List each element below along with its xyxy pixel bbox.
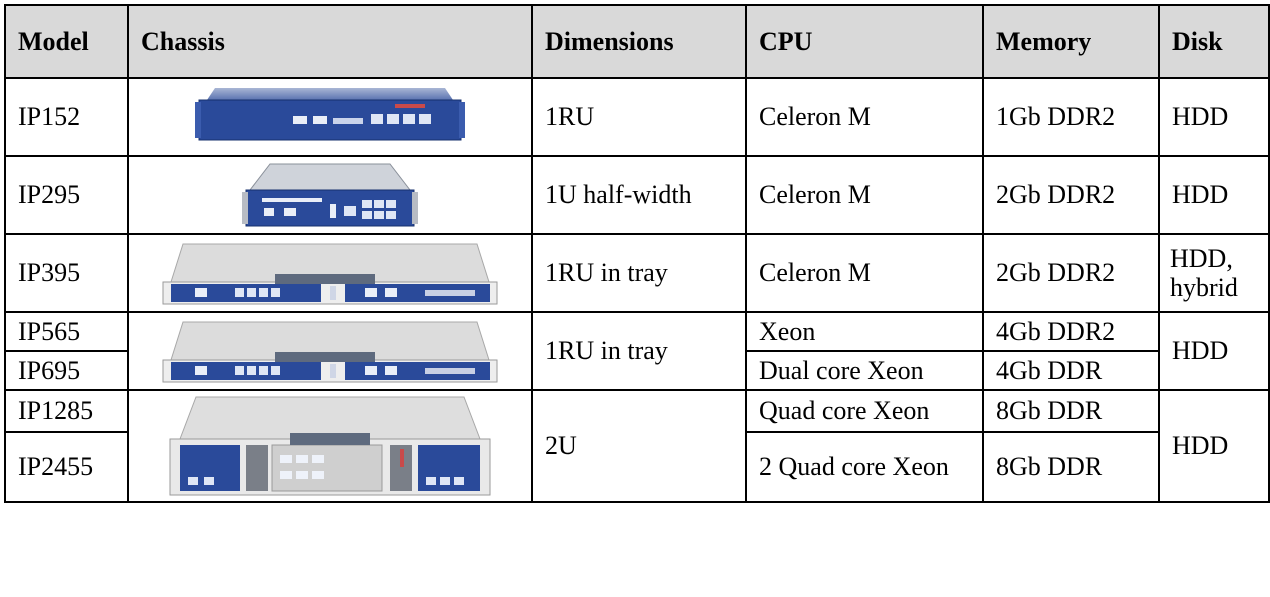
dimensions-cell: 1U half-width bbox=[531, 155, 747, 235]
model-cell: IP2455 bbox=[4, 431, 129, 503]
silver-1ru-tray-appliance-image bbox=[162, 243, 498, 305]
header-cpu: CPU bbox=[745, 4, 984, 79]
model-cell: IP565 bbox=[4, 311, 129, 352]
table-row: IP295 1U half-width Celeron M 2Gb DDR2 H… bbox=[4, 155, 1270, 235]
cpu-cell: Celeron M bbox=[745, 233, 984, 313]
header-row: Model Chassis Dimensions CPU Memory Disk bbox=[4, 4, 1270, 79]
disk-cell: HDD bbox=[1158, 155, 1270, 235]
dimensions-cell: 1RU in tray bbox=[531, 311, 747, 391]
table-row: IP565 1RU in tray Xeon 4Gb DDR2 HDD bbox=[4, 311, 1270, 391]
memory-cell: 4Gb DDR2 bbox=[982, 311, 1160, 352]
model-cell: IP695 bbox=[4, 350, 129, 391]
chassis-cell bbox=[127, 233, 533, 313]
dimensions-cell: 1RU in tray bbox=[531, 233, 747, 313]
table-row: IP1285 2U Quad core Xeon bbox=[4, 389, 1270, 503]
memory-cell: 2Gb DDR2 bbox=[982, 155, 1160, 235]
memory-cell: 8Gb DDR bbox=[982, 389, 1160, 433]
model-cell: IP295 bbox=[4, 155, 129, 235]
memory-cell: 8Gb DDR bbox=[982, 431, 1160, 503]
dimensions-cell: 2U bbox=[531, 389, 747, 503]
table-row: IP395 1RU in tray Celeron M 2Gb DDR2 HDD… bbox=[4, 233, 1270, 313]
memory-cell: 2Gb DDR2 bbox=[982, 233, 1160, 313]
silver-1ru-tray-appliance-image bbox=[162, 321, 498, 383]
model-cell: IP395 bbox=[4, 233, 129, 313]
cpu-cell: Celeron M bbox=[745, 155, 984, 235]
table-row: IP2455 2 Quad core Xeon 8Gb DDR bbox=[4, 431, 1269, 503]
model-cell: IP1285 bbox=[4, 389, 129, 433]
header-disk: Disk bbox=[1158, 4, 1270, 79]
cpu-cell: 2 Quad core Xeon bbox=[745, 431, 984, 503]
header-chassis: Chassis bbox=[127, 4, 533, 79]
disk-cell: HDD bbox=[1158, 77, 1270, 157]
chassis-cell bbox=[127, 155, 533, 235]
blue-half-width-appliance-image bbox=[242, 163, 418, 227]
cpu-cell: Celeron M bbox=[745, 77, 984, 157]
chassis-cell bbox=[127, 389, 533, 503]
disk-cell: HDD bbox=[1158, 311, 1270, 391]
model-cell: IP152 bbox=[4, 77, 129, 157]
cpu-cell: Dual core Xeon bbox=[745, 350, 984, 391]
disk-cell: HDD bbox=[1158, 389, 1270, 503]
header-model: Model bbox=[4, 4, 129, 79]
silver-2u-appliance-image bbox=[169, 396, 491, 496]
chassis-cell bbox=[127, 311, 533, 391]
blue-1ru-appliance-image bbox=[195, 88, 465, 141]
specs-table: Model Chassis Dimensions CPU Memory Disk… bbox=[4, 4, 1270, 503]
header-dimensions: Dimensions bbox=[531, 4, 747, 79]
memory-cell: 1Gb DDR2 bbox=[982, 77, 1160, 157]
disk-cell: HDD, hybrid bbox=[1158, 233, 1270, 313]
chassis-cell bbox=[127, 77, 533, 157]
header-memory: Memory bbox=[982, 4, 1160, 79]
table-row: IP695 Dual core Xeon 4Gb DDR bbox=[4, 350, 1269, 391]
dimensions-cell: 1RU bbox=[531, 77, 747, 157]
memory-cell: 4Gb DDR bbox=[982, 350, 1160, 391]
cpu-cell: Xeon bbox=[745, 311, 984, 352]
table-row: IP152 1RU Celeron M 1Gb DDR2 HDD bbox=[4, 77, 1270, 157]
cpu-cell: Quad core Xeon bbox=[745, 389, 984, 433]
